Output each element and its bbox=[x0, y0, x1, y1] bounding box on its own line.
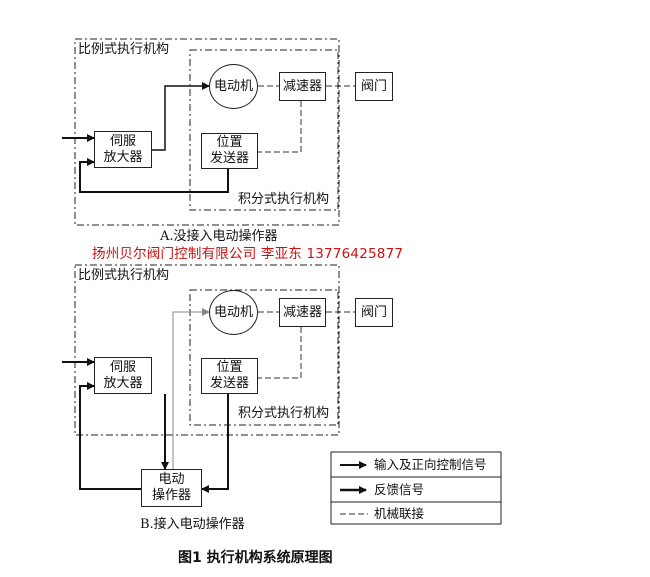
b-caption: B.接入电动操作器 bbox=[140, 517, 245, 532]
a-motor-label: 电动机 bbox=[213, 78, 253, 94]
a-servo-line2: 放大器 bbox=[103, 149, 143, 165]
a-mech-reducer-position bbox=[258, 101, 302, 153]
b-reducer: 减速器 bbox=[279, 298, 326, 327]
b-valve-label: 阀门 bbox=[360, 304, 387, 320]
b-operator-line1: 电动 bbox=[158, 472, 185, 487]
b-motor-label: 电动机 bbox=[213, 304, 253, 320]
b-feedback-to-operator bbox=[201, 394, 229, 493]
b-position-line2: 发送器 bbox=[209, 376, 249, 391]
b-electric-operator: 电动 操作器 bbox=[141, 469, 202, 507]
b-mech-reducer-position bbox=[258, 327, 302, 379]
b-position-transmitter: 位置 发送器 bbox=[201, 358, 258, 394]
legend-mechanical-label: 机械联接 bbox=[374, 506, 425, 521]
a-position-line2: 发送器 bbox=[209, 151, 249, 166]
a-inner-frame bbox=[189, 49, 339, 211]
b-position-line1: 位置 bbox=[216, 360, 243, 375]
b-outer-label: 比例式执行机构 bbox=[78, 268, 170, 283]
b-inner-frame bbox=[189, 289, 339, 426]
a-servo-line1: 伺服 bbox=[109, 133, 136, 149]
b-reducer-label: 减速器 bbox=[282, 304, 322, 320]
a-inner-label: 积分式执行机构 bbox=[238, 192, 330, 207]
a-reducer-label: 减速器 bbox=[282, 78, 322, 94]
a-valve: 阀门 bbox=[355, 72, 393, 101]
b-inner-label: 积分式执行机构 bbox=[238, 406, 330, 421]
b-motor: 电动机 bbox=[209, 290, 258, 335]
b-operator-to-motor bbox=[172, 308, 210, 469]
a-outer-frame bbox=[74, 38, 340, 226]
a-position-transmitter: 位置 发送器 bbox=[201, 133, 258, 169]
legend-feedback-label: 反馈信号 bbox=[374, 482, 425, 497]
a-caption: A.没接入电动操作器 bbox=[160, 229, 278, 244]
b-operator-line2: 操作器 bbox=[151, 488, 191, 503]
figure-caption: 图1 执行机构系统原理图 bbox=[178, 550, 333, 566]
legend-forward-label: 输入及正向控制信号 bbox=[374, 457, 487, 472]
b-outer-frame bbox=[74, 264, 340, 436]
a-servo-amplifier: 伺服 放大器 bbox=[94, 131, 152, 168]
b-valve: 阀门 bbox=[355, 298, 393, 327]
b-servo-line1: 伺服 bbox=[109, 359, 136, 375]
a-feedback-signal bbox=[79, 158, 229, 193]
a-reducer: 减速器 bbox=[279, 72, 326, 101]
a-valve-label: 阀门 bbox=[360, 78, 387, 94]
b-servo-line2: 放大器 bbox=[103, 375, 143, 391]
b-servo-amplifier: 伺服 放大器 bbox=[94, 357, 152, 394]
b-feedback-to-servo bbox=[79, 382, 141, 490]
watermark-text: 扬州贝尔阀门控制有限公司 李亚东 13776425877 bbox=[92, 246, 404, 262]
a-outer-label: 比例式执行机构 bbox=[78, 42, 170, 57]
a-motor: 电动机 bbox=[209, 64, 258, 109]
a-position-line1: 位置 bbox=[216, 135, 243, 150]
a-forward-signal bbox=[152, 82, 210, 151]
